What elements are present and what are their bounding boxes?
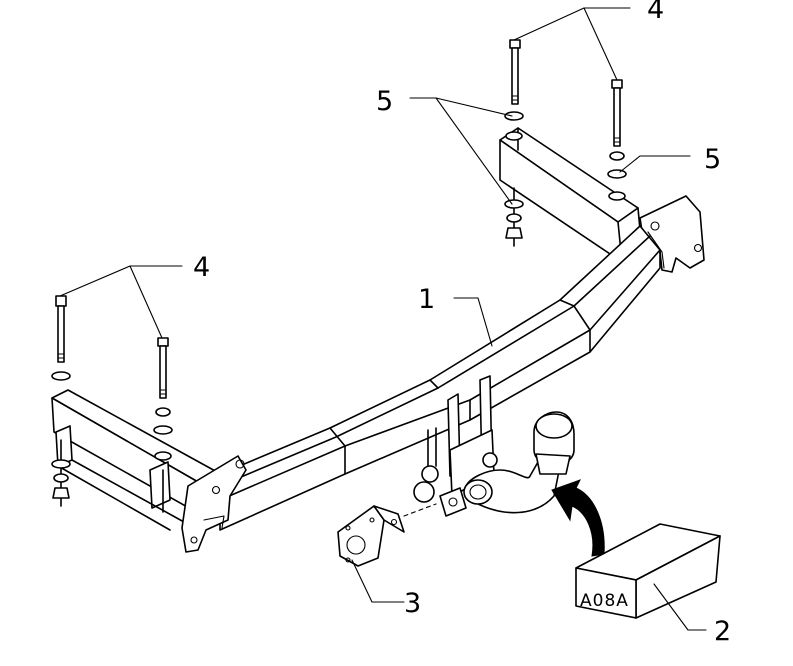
callout-2-kit: 2 bbox=[714, 616, 731, 647]
callout-4-left: 4 bbox=[193, 252, 210, 283]
install-arrow-icon bbox=[551, 479, 605, 557]
callout-5-top-left: 5 bbox=[376, 86, 393, 117]
left-fasteners bbox=[51, 295, 173, 513]
left-mounting-bracket bbox=[51, 389, 247, 553]
kit-box-code: A08A bbox=[580, 591, 629, 611]
callout-1-frame: 1 bbox=[418, 284, 435, 315]
callout-4-top: 4 bbox=[647, 0, 664, 25]
wiring-kit-box: A08A bbox=[575, 523, 721, 619]
cross-beam bbox=[205, 225, 661, 531]
tow-ball-assembly bbox=[413, 375, 575, 517]
leader-lines bbox=[59, 7, 707, 631]
callout-3-bracket: 3 bbox=[404, 588, 421, 619]
callout-5-top-right: 5 bbox=[704, 144, 721, 175]
right-mounting-bracket bbox=[499, 127, 705, 273]
top-right-fasteners bbox=[504, 39, 627, 247]
socket-bracket bbox=[337, 503, 437, 567]
